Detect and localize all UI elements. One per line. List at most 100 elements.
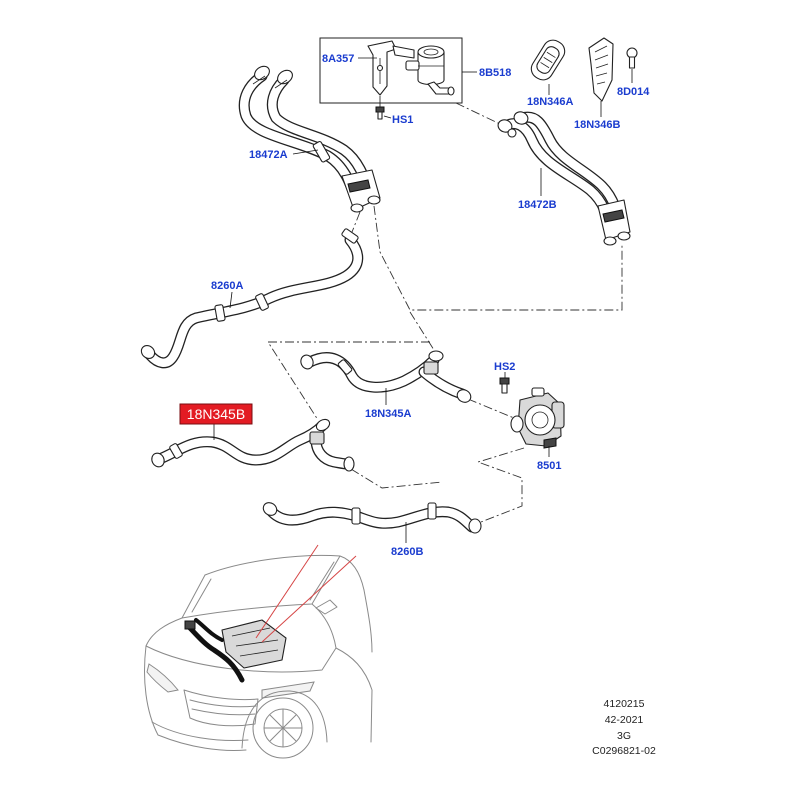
vehicle-side xyxy=(335,589,373,743)
hose-18472b-lower-end-b xyxy=(617,231,631,241)
valve-outlet-end xyxy=(447,86,455,96)
guide-line-to-18n345a xyxy=(409,311,435,351)
callout-line-left xyxy=(255,544,319,639)
vehicle-wheel-arch xyxy=(241,690,328,749)
hose-18472b-junction-detail xyxy=(602,209,625,223)
label-18n346b: 18N346B xyxy=(574,119,621,131)
hose-8260b-left-end xyxy=(262,502,278,516)
diagram-reference-block: 4120215 42-2021 3G C0296821-02 xyxy=(592,698,656,757)
hose-18n345b xyxy=(151,418,355,472)
guide-line-18472a-to-18472b xyxy=(373,205,623,311)
engine-hose-connector xyxy=(184,620,196,630)
label-8d014: 8D014 xyxy=(617,86,650,98)
label-18n345b: 18N345B xyxy=(187,406,245,422)
hose-18472a-tube-a-core xyxy=(240,71,361,205)
pump-outlet xyxy=(531,387,545,397)
vehicle-headlight-right xyxy=(261,681,315,699)
vehicle-windshield xyxy=(181,555,341,619)
hose-18472a-end-a xyxy=(254,65,270,81)
reference-line-2: 42-2021 xyxy=(605,714,644,726)
grommet-ribs xyxy=(540,51,556,69)
vehicle-roof xyxy=(204,554,365,591)
shield-body xyxy=(588,37,614,102)
hose-8260a-band-1 xyxy=(255,293,269,311)
guide-line-18472a-to-8260a xyxy=(351,211,361,233)
label-hs1: HS1 xyxy=(392,114,413,126)
bolt-8d014 xyxy=(626,47,638,69)
hose-18472b-bracket-ring xyxy=(507,128,517,138)
highlight-box xyxy=(179,403,253,425)
bolt-hs1-shank xyxy=(377,111,383,120)
bolt-hs1 xyxy=(375,106,385,120)
highlighted-label-18n345b: 18N345B xyxy=(179,403,253,425)
bracket-arm xyxy=(392,45,415,59)
hose-8260b-right-end xyxy=(468,518,482,534)
guide-line-inset-to-18472b xyxy=(455,102,501,125)
hose-8260b-band-1 xyxy=(351,507,361,525)
hose-18n345a-top-end xyxy=(428,350,444,362)
label-leader-lines xyxy=(213,57,633,543)
engine-block-detail xyxy=(231,627,279,657)
hose-18472a-end-b xyxy=(277,69,293,85)
hose-18472a-lower-end-a xyxy=(350,203,364,213)
hose-18n345b-tube-core xyxy=(157,421,327,465)
vehicle-headlight-left xyxy=(146,663,179,693)
bolt-8d014-shank xyxy=(628,56,636,69)
leader-8260a xyxy=(229,291,233,309)
hose-8260a-top-ring xyxy=(341,228,359,244)
label-8501: 8501 xyxy=(537,460,561,472)
valve-cap xyxy=(417,45,445,59)
label-8260a: 8260A xyxy=(211,280,243,292)
vehicle-grille-bars xyxy=(189,699,257,716)
hose-18472b-lower-end-a xyxy=(603,236,617,246)
hose-18n345a xyxy=(300,350,472,403)
connection-guide-lines xyxy=(267,102,623,523)
shield-ribs xyxy=(594,45,609,85)
bolt-hs1-head xyxy=(375,106,385,113)
valve-cap-inner xyxy=(423,48,439,56)
hose-8260b-tube-core xyxy=(267,507,477,532)
bolt-hs2-head xyxy=(499,377,510,385)
hose-8260a-band-2 xyxy=(214,304,226,322)
hose-18472a-lower-end-b xyxy=(367,195,381,205)
grommet-18n346a xyxy=(530,39,566,81)
label-18n345a: 18N345A xyxy=(365,408,412,420)
hose-18n345b-left-end xyxy=(151,452,165,468)
vehicle-rim-spokes xyxy=(263,708,303,748)
pump-volute xyxy=(524,404,556,436)
bolt-hs2 xyxy=(499,377,510,394)
hose-18n345a-junction-clamp xyxy=(423,361,439,375)
callout-line-right xyxy=(261,555,357,643)
reference-line-1: 4120215 xyxy=(604,698,645,710)
reference-line-4: C0296821-02 xyxy=(592,745,656,757)
hose-8260b xyxy=(262,502,482,534)
hose-8260a-end xyxy=(140,345,156,359)
hose-18n345b-band xyxy=(169,443,183,459)
label-hs2: HS2 xyxy=(494,361,515,373)
pump-inlet xyxy=(510,415,524,433)
vehicle-tire xyxy=(252,697,314,759)
bracket-8a357 xyxy=(367,40,415,96)
hose-18472a-clip xyxy=(312,141,331,163)
guide-line-pump-to-8260b xyxy=(476,447,525,523)
label-18472a: 18472A xyxy=(249,149,288,161)
label-8260b: 8260B xyxy=(391,546,423,558)
vehicle-mirror xyxy=(315,599,338,615)
hose-8260a xyxy=(140,228,364,369)
vehicle-grille xyxy=(183,689,259,727)
leader-18472a xyxy=(292,149,319,155)
valve-8b518 xyxy=(405,45,455,96)
pump-8501 xyxy=(510,387,565,449)
hose-18472a-junction-detail xyxy=(347,179,371,193)
hose-18472a-tube-a xyxy=(238,70,362,206)
inset-frame xyxy=(319,37,463,104)
shield-18n346b xyxy=(588,37,614,102)
hose-18472b xyxy=(497,111,631,246)
hose-18n345b-right-end xyxy=(343,456,355,472)
vehicle-bumper xyxy=(151,721,249,741)
hose-18472a-tube-b-core xyxy=(268,75,375,199)
hose-18n345a-right-end xyxy=(456,389,472,403)
engine-block xyxy=(221,619,287,669)
leader-hs1 xyxy=(383,115,392,119)
label-8b518: 8B518 xyxy=(479,67,511,79)
